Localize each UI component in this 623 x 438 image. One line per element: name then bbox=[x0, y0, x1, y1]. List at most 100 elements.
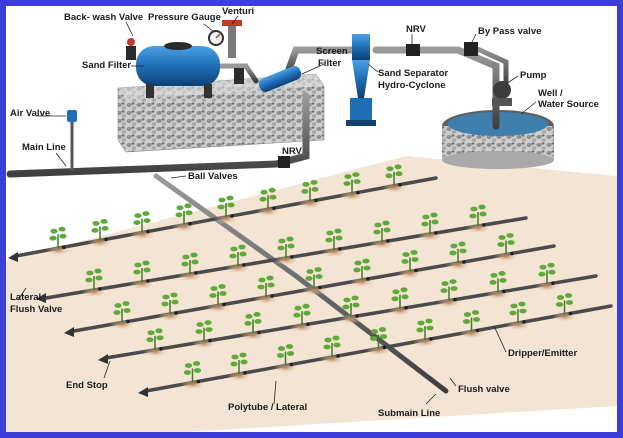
plant bbox=[180, 361, 205, 390]
nrv-top-label: NRV bbox=[406, 24, 427, 35]
dripper bbox=[356, 190, 360, 195]
dripper bbox=[482, 223, 486, 227]
plant bbox=[192, 320, 216, 349]
dripper-label: Dripper/Emitter bbox=[508, 348, 577, 359]
dripper bbox=[510, 251, 514, 256]
lateral-flush-label-1: Lateral bbox=[10, 292, 41, 303]
dripper bbox=[502, 289, 506, 294]
plant bbox=[552, 293, 577, 322]
dripper bbox=[314, 198, 318, 203]
nrv-lower-label: NRV bbox=[282, 146, 303, 157]
dripper bbox=[98, 287, 102, 291]
dripper bbox=[355, 314, 359, 318]
plant bbox=[535, 262, 559, 292]
dripper bbox=[289, 362, 294, 367]
plant bbox=[506, 301, 530, 330]
crop-plants bbox=[46, 164, 577, 390]
air-valve-label: Air Valve bbox=[10, 108, 50, 119]
bypass-valve bbox=[464, 42, 478, 56]
dripper bbox=[146, 229, 150, 234]
plant bbox=[302, 267, 326, 296]
plant bbox=[298, 180, 322, 209]
well-label-2: Water Source bbox=[538, 99, 599, 110]
plant bbox=[320, 335, 344, 364]
plant bbox=[143, 328, 167, 357]
drip-irrigation-diagram: Back- wash Valve Pressure Gauge Venturi … bbox=[6, 6, 617, 432]
well-label-1: Well / bbox=[538, 88, 563, 99]
pump bbox=[492, 81, 512, 106]
dripper bbox=[462, 260, 466, 264]
dripper bbox=[146, 279, 150, 283]
dripper bbox=[522, 320, 526, 324]
air-valve bbox=[67, 110, 77, 171]
dripper bbox=[188, 222, 192, 226]
end-stops bbox=[8, 252, 148, 397]
dripper bbox=[404, 306, 408, 310]
plant bbox=[256, 187, 280, 217]
plant bbox=[226, 244, 250, 273]
dripper bbox=[290, 255, 294, 259]
submain-label: Submain Line bbox=[378, 408, 440, 419]
venturi-label: Venturi bbox=[222, 6, 254, 17]
polytube-label: Polytube / Lateral bbox=[228, 402, 307, 413]
sand-filter-tank bbox=[136, 42, 220, 98]
plant bbox=[398, 250, 422, 279]
hydro-cyclone bbox=[346, 34, 376, 126]
leader-lines bbox=[17, 15, 537, 405]
plant bbox=[290, 303, 314, 333]
screen-filter-label-2: Filter bbox=[318, 58, 342, 69]
dripper bbox=[257, 330, 261, 335]
plant bbox=[82, 268, 106, 297]
dripper bbox=[382, 345, 387, 350]
dripper bbox=[126, 319, 130, 324]
dripper bbox=[174, 311, 178, 315]
plant bbox=[413, 318, 437, 347]
diagram-svg: Back- wash Valve Pressure Gauge Venturi … bbox=[6, 6, 617, 432]
plant bbox=[446, 241, 470, 270]
sand-separator-label-2: Hydro-Cyclone bbox=[378, 80, 446, 91]
dripper bbox=[243, 371, 247, 375]
bypass-valve-label: By Pass valve bbox=[478, 26, 541, 37]
plant bbox=[254, 275, 278, 304]
dripper bbox=[366, 277, 370, 281]
plant bbox=[437, 279, 461, 308]
dripper bbox=[230, 214, 234, 218]
main-line-label: Main Line bbox=[22, 142, 66, 153]
dripper bbox=[568, 311, 573, 316]
dripper bbox=[429, 337, 433, 341]
plant bbox=[350, 258, 374, 287]
dripper bbox=[386, 239, 390, 243]
plant bbox=[274, 236, 298, 265]
dripper bbox=[306, 322, 310, 327]
ball-valves-label: Ball Valves bbox=[188, 171, 238, 182]
plant bbox=[88, 219, 112, 248]
flush-valve-label: Flush valve bbox=[458, 384, 510, 395]
plant bbox=[322, 228, 346, 257]
backwash-valve bbox=[126, 38, 136, 60]
plant bbox=[382, 164, 406, 193]
pressure-gauge-label: Pressure Gauge bbox=[148, 12, 221, 23]
nrv-lower-valve bbox=[278, 156, 290, 168]
plant bbox=[459, 310, 484, 339]
dripper bbox=[318, 285, 322, 290]
end-stop-label: End Stop bbox=[66, 380, 108, 391]
pump-label: Pump bbox=[520, 70, 547, 81]
dripper bbox=[414, 268, 418, 273]
dripper bbox=[398, 183, 402, 187]
plant bbox=[388, 287, 412, 316]
plant bbox=[214, 195, 238, 224]
plant bbox=[370, 220, 394, 249]
plant bbox=[206, 284, 230, 313]
plant bbox=[227, 352, 251, 381]
plant bbox=[110, 301, 134, 330]
plant bbox=[340, 172, 364, 201]
dripper bbox=[338, 247, 342, 251]
dripper bbox=[475, 328, 480, 333]
plant bbox=[158, 292, 182, 321]
screen-filter bbox=[258, 66, 302, 92]
plant bbox=[172, 203, 196, 232]
plant bbox=[273, 344, 298, 373]
dripper bbox=[270, 294, 274, 298]
venturi-injector bbox=[222, 20, 244, 84]
